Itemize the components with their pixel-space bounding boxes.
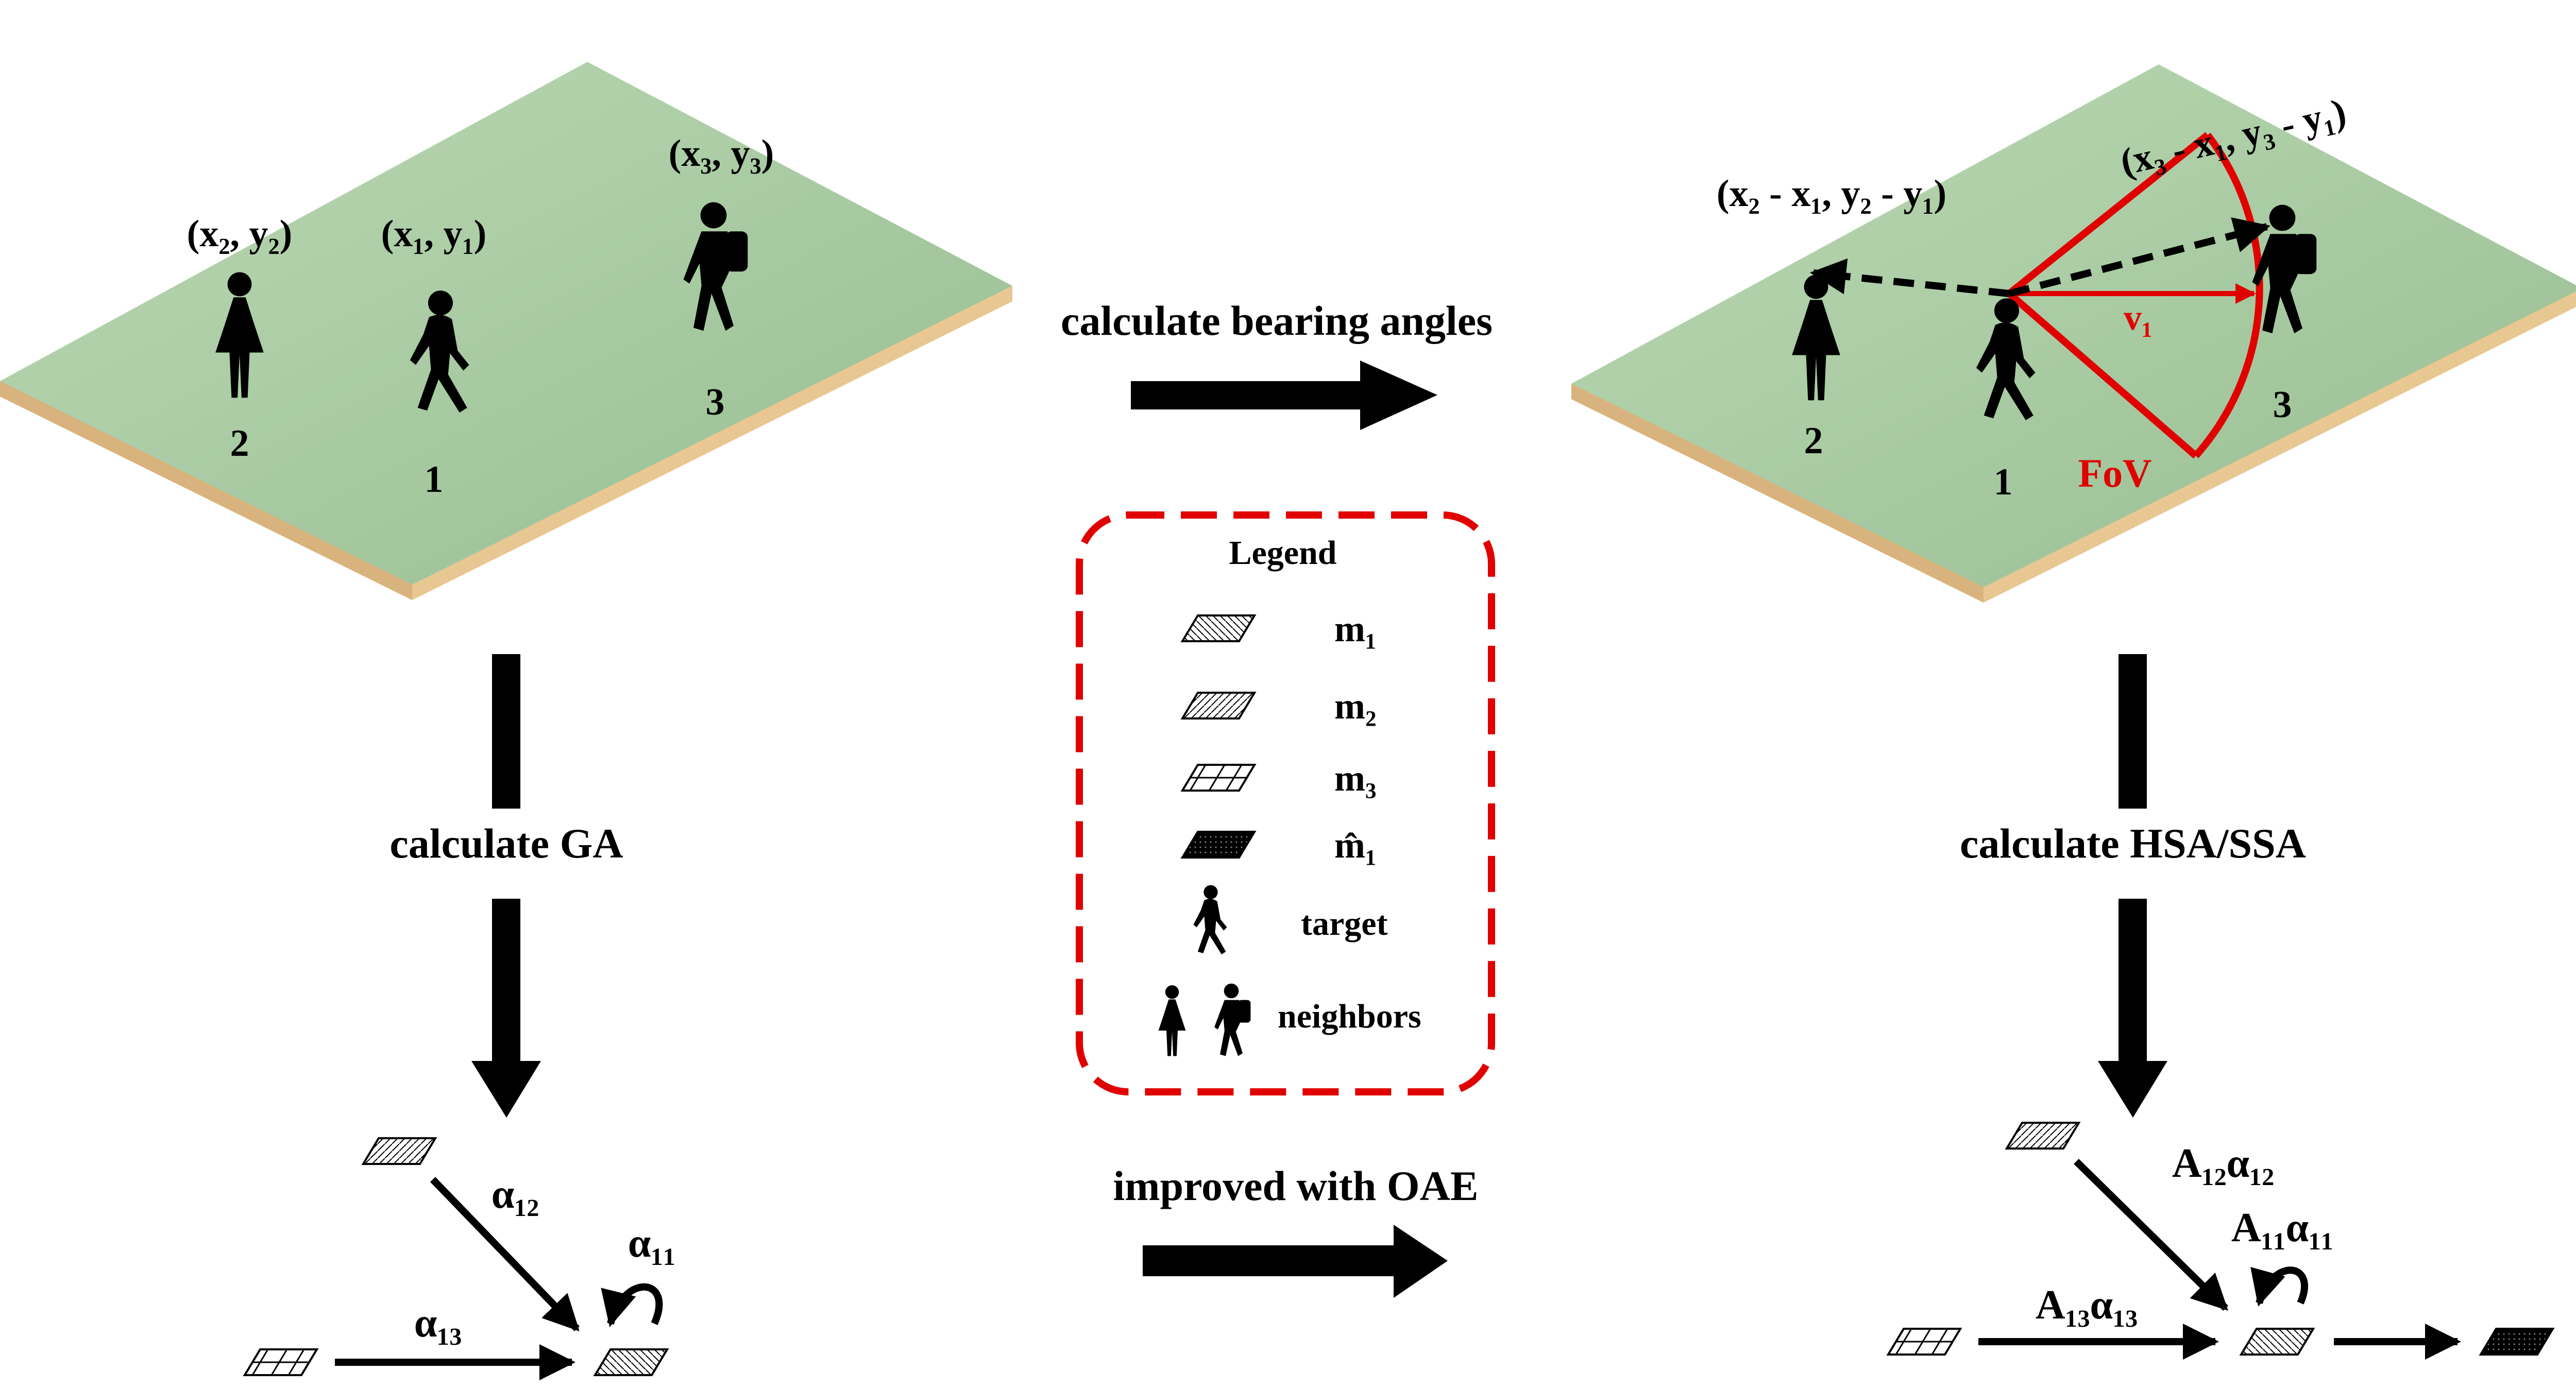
right-id-3: 3 bbox=[2273, 384, 2292, 426]
left-self-loop-11 bbox=[601, 1283, 663, 1327]
right-self-loop-11 bbox=[2250, 1266, 2308, 1307]
left-platform bbox=[0, 62, 1012, 600]
legend-m1-label: m₁ bbox=[1334, 608, 1377, 649]
left-id-2: 2 bbox=[230, 422, 249, 465]
arrow-down-right bbox=[2098, 899, 2167, 1118]
left-coord-2: (x₂, y₂) bbox=[187, 213, 293, 255]
right-coord-rel2: (x₂ - x₁, y₂ - y₁) bbox=[1717, 173, 1946, 215]
bearing-line-to-2 bbox=[1810, 258, 2010, 297]
right-platform bbox=[1571, 64, 2576, 603]
left-edge-12 bbox=[430, 1177, 580, 1332]
left-id-1: 1 bbox=[425, 458, 444, 501]
right-label-a13: A₁₃α₁₃ bbox=[2036, 1282, 2138, 1328]
step-oae-label: improved with OAE bbox=[1113, 1162, 1478, 1209]
legend-m3-label: m₃ bbox=[1334, 758, 1377, 799]
fov-sector bbox=[2007, 132, 2263, 459]
legend-m1hat-label: m̂₁ bbox=[1334, 825, 1377, 866]
arrow-right-bottom bbox=[1143, 1225, 1448, 1298]
right-label-a11: A₁₁α₁₁ bbox=[2231, 1205, 2333, 1250]
left-id-3: 3 bbox=[706, 381, 725, 423]
left-label-a12: α₁₂ bbox=[492, 1172, 539, 1217]
right-graph: A₁₂α₁₂ A₁₁α₁₁ A₁₃α₁₃ bbox=[1887, 1122, 2554, 1360]
left-coord-3: (x₃, y₃) bbox=[669, 132, 774, 175]
fov-label: FoV bbox=[2078, 451, 2152, 495]
legend-target-label: target bbox=[1301, 905, 1388, 943]
left-graph-node-m1 bbox=[594, 1348, 668, 1376]
left-graph-node-m2 bbox=[362, 1137, 436, 1165]
left-label-a11: α₁₁ bbox=[628, 1221, 676, 1266]
left-graph: α₁₂ α₁₁ α₁₃ bbox=[244, 1137, 676, 1380]
velocity-label: v₁ bbox=[2124, 298, 2153, 338]
left-label-a13: α₁₃ bbox=[414, 1300, 462, 1346]
right-graph-node-m1 bbox=[2240, 1328, 2314, 1356]
legend-m2-label: m₂ bbox=[1334, 686, 1377, 727]
right-graph-node-m1hat bbox=[2480, 1328, 2554, 1356]
legend-box: Legend m₁ m₂ m₃ m̂₁ target neighbors bbox=[1076, 511, 1495, 1095]
right-graph-node-m2 bbox=[2006, 1122, 2080, 1150]
arrow-down-left-stem-upper bbox=[492, 654, 520, 809]
arrow-down-right-stem-upper bbox=[2119, 654, 2147, 809]
arrow-down-left bbox=[471, 899, 541, 1118]
legend-title: Legend bbox=[1229, 534, 1336, 572]
right-id-2: 2 bbox=[1804, 420, 1823, 462]
left-coord-1: (x₁, y₁) bbox=[381, 213, 487, 255]
legend-neighbors-label: neighbors bbox=[1278, 998, 1421, 1035]
right-edge-12 bbox=[2074, 1159, 2228, 1311]
right-label-a12: A₁₂α₁₂ bbox=[2172, 1141, 2274, 1186]
bearing-line-to-3 bbox=[2008, 217, 2270, 297]
arrow-right-top bbox=[1131, 361, 1437, 430]
step-ga-label: calculate GA bbox=[389, 820, 623, 867]
right-graph-node-m3 bbox=[1887, 1328, 1961, 1356]
right-id-1: 1 bbox=[1994, 461, 2013, 503]
step-bearing-label: calculate bearing angles bbox=[1061, 297, 1493, 344]
step-hsa-ssa-label: calculate HSA/SSA bbox=[1960, 820, 2306, 867]
left-graph-node-m3 bbox=[244, 1348, 318, 1376]
